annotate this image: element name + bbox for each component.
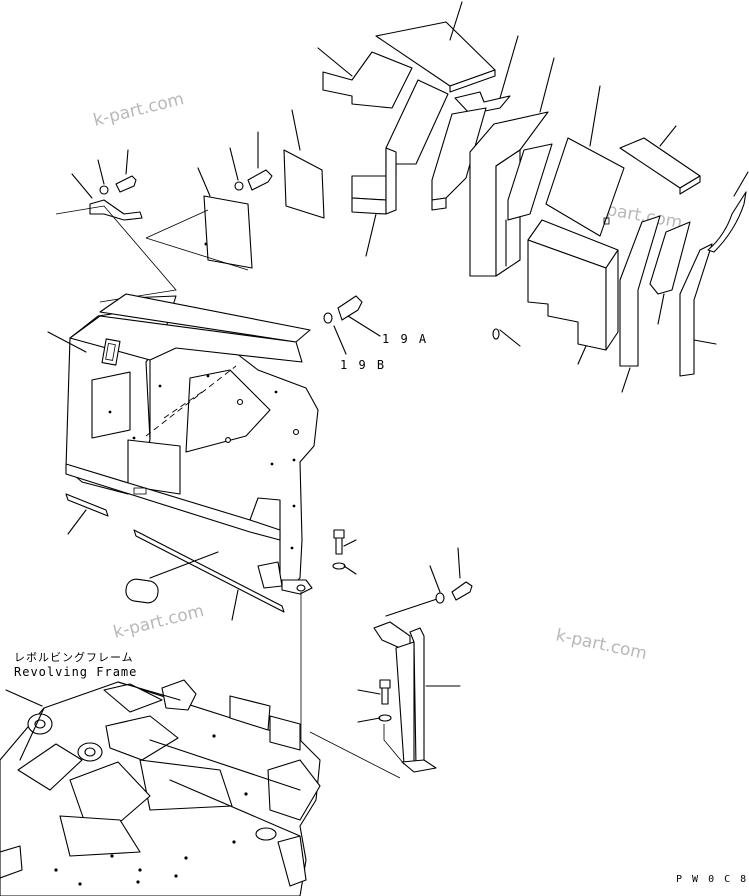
insulation-pad-panel (545, 85, 625, 237)
bracket-small (71, 173, 143, 221)
grommet (125, 551, 219, 604)
insulation-pad-small (649, 221, 691, 325)
washer-icon (332, 562, 357, 575)
insulation-pad-slab (619, 125, 701, 195)
washer-small (492, 328, 521, 347)
watermark: k-part.com (111, 601, 206, 643)
label-19a: 1 9 A (382, 332, 428, 346)
insulation-pad-side-1 (431, 57, 555, 211)
frame-label-japanese: レボルビングフレーム (14, 650, 134, 664)
revolving-frame (0, 679, 321, 896)
insulation-pad-box (527, 219, 619, 365)
insulation-pad-angled (351, 79, 449, 257)
insulation-pad-top-flat (375, 1, 496, 93)
bolt-icon (333, 529, 357, 555)
bolt-icon (429, 547, 473, 604)
insulation-pad-narrow (505, 143, 553, 267)
watermark: k-part.com (91, 89, 186, 131)
washer-icon (357, 714, 392, 723)
support-bracket (373, 597, 461, 773)
cover-plate (197, 167, 253, 269)
insulation-pad-tall-strip (619, 215, 661, 393)
bolt-icon (97, 149, 137, 195)
frame-label-english: Revolving Frame (14, 665, 137, 679)
bolt-icon (357, 679, 391, 705)
watermark: k-part.com (554, 625, 649, 664)
insulation-pad-long-strip (679, 243, 717, 377)
insulation-pad-stepped (317, 47, 413, 109)
insulation-pad-curved (707, 171, 749, 253)
bracket-plate (257, 561, 283, 589)
bolt-19a (323, 295, 381, 355)
bolt-hole (296, 584, 306, 592)
seal-strip-long (133, 529, 285, 621)
insulation-pad-square (283, 109, 325, 219)
bolt-icon (229, 131, 273, 191)
main-cover-panel (47, 293, 319, 589)
drawing-code: P W 0 C 8 4 0 (676, 874, 749, 885)
seal-strip-short (65, 493, 109, 535)
label-19b: 1 9 B (340, 358, 386, 372)
